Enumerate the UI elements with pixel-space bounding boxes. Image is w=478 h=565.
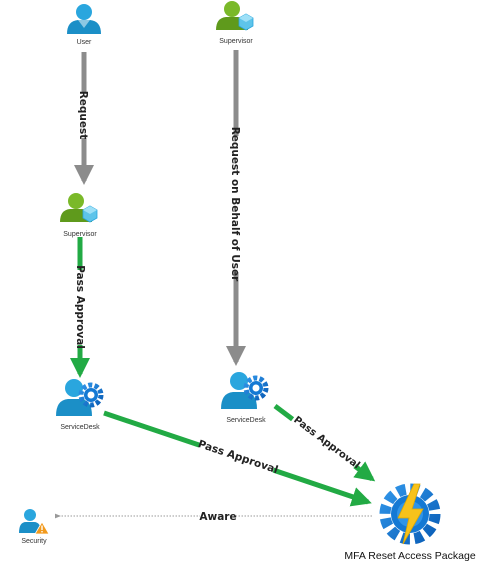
node-servicedesk-right: ServiceDesk xyxy=(221,372,269,424)
access-package-icon xyxy=(379,483,441,545)
supervisor-icon xyxy=(60,193,98,223)
node-supervisor-mid: Supervisor xyxy=(60,193,98,238)
edge-label-pass-approval-supervisor: Pass Approval xyxy=(74,265,86,349)
edge-pass-approval-right: Pass Approval xyxy=(273,404,376,482)
edge-request-on-behalf: Request on Behalf of User xyxy=(226,50,246,366)
security-warning-icon xyxy=(19,509,50,535)
lightning-bolt-icon xyxy=(397,483,424,545)
edge-label-request-on-behalf: Request on Behalf of User xyxy=(229,127,241,282)
edge-label-aware: Aware xyxy=(199,511,236,523)
node-user: User xyxy=(67,4,101,46)
node-label-security: Security xyxy=(21,538,47,545)
node-label-servicedesk-right: ServiceDesk xyxy=(226,417,266,424)
node-label-package: MFA Reset Access Package xyxy=(344,550,475,562)
supervisor-icon xyxy=(216,1,254,31)
node-supervisor-top: Supervisor xyxy=(216,1,254,45)
edge-pass-approval-supervisor: Pass Approval xyxy=(70,237,90,378)
servicedesk-icon xyxy=(221,372,269,409)
node-label-servicedesk-left: ServiceDesk xyxy=(60,424,100,431)
edge-request: Request xyxy=(74,52,94,185)
node-package: MFA Reset Access Package xyxy=(344,483,476,562)
node-servicedesk-left: ServiceDesk xyxy=(56,379,104,431)
gear-icon xyxy=(78,382,104,408)
edge-label-pass-approval-right: Pass Approval xyxy=(291,415,361,472)
edge-pass-approval-left: Pass Approval xyxy=(103,410,372,507)
edge-label-request: Request xyxy=(77,91,89,140)
node-label-supervisor-top: Supervisor xyxy=(219,38,253,45)
node-security: Security xyxy=(19,509,50,545)
servicedesk-icon xyxy=(56,379,104,416)
node-label-user: User xyxy=(77,39,92,46)
node-label-supervisor-mid: Supervisor xyxy=(63,231,97,238)
gear-icon xyxy=(243,375,269,401)
user-icon xyxy=(67,4,101,34)
edge-aware: Aware xyxy=(55,509,372,523)
